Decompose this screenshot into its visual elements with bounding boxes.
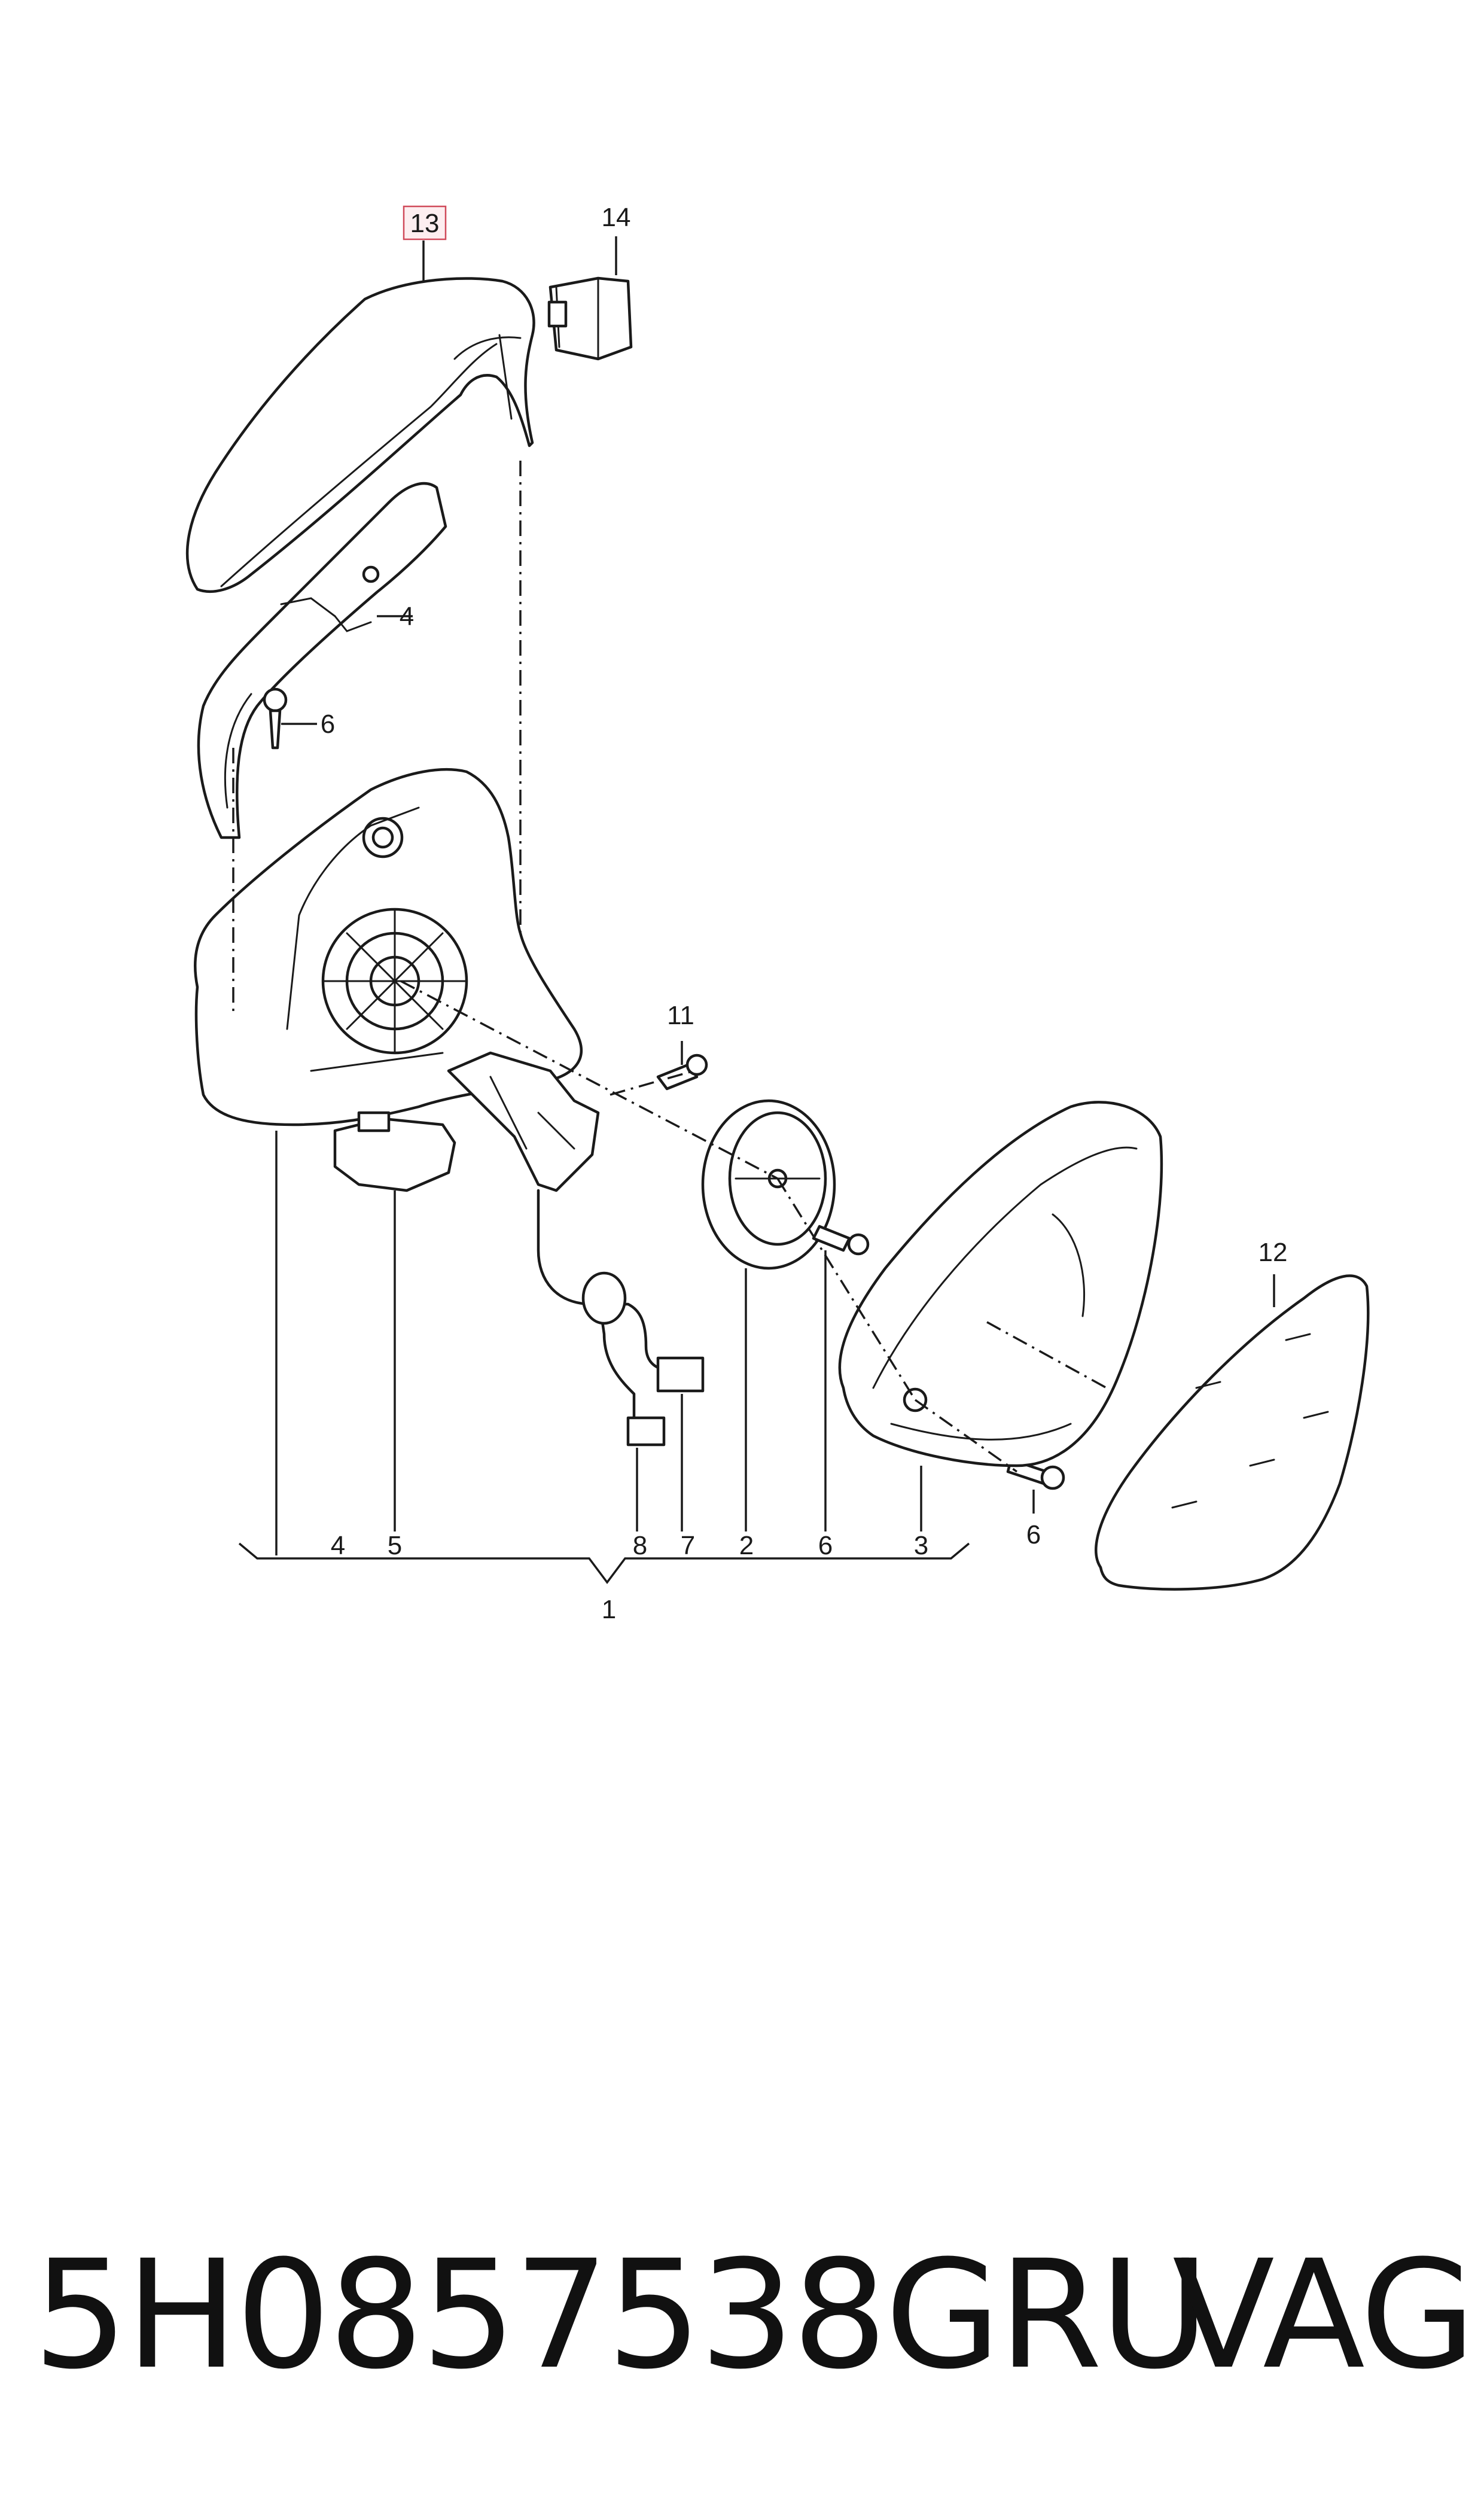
screw-part-6-middle [812, 1225, 870, 1256]
callout-5[interactable]: 5 [388, 1531, 402, 1560]
callout-2[interactable]: 2 [739, 1531, 754, 1560]
mirror-cap-part [185, 277, 535, 593]
connector-part-5 [333, 1111, 456, 1192]
guide-line [776, 1178, 916, 1400]
guide-line [914, 1399, 1018, 1473]
module-part-14 [547, 276, 633, 361]
brand-name: VAG [1172, 2228, 1476, 2402]
callout-6-middle[interactable]: 6 [818, 1531, 833, 1560]
guide-line [986, 1321, 1107, 1389]
screw-part-11 [656, 1054, 708, 1091]
callout-1[interactable]: 1 [602, 1595, 616, 1624]
callout-4-upper[interactable]: 4 [400, 602, 414, 631]
screw-part-6-upper [263, 687, 288, 750]
highlight-box-13 [403, 205, 447, 240]
guide-line [610, 1070, 694, 1096]
adjusting-motor-part [701, 1099, 836, 1270]
assembly-bracket [238, 1542, 970, 1584]
part-number: 5H0857538GRU [33, 2228, 1209, 2402]
mirror-carrier-part [838, 1101, 1163, 1467]
mirror-housing-part [194, 768, 600, 1192]
mirror-glass-part [1095, 1274, 1370, 1591]
callout-7[interactable]: 7 [681, 1531, 695, 1560]
guide-line [400, 980, 778, 1180]
callout-11[interactable]: 11 [667, 1001, 694, 1030]
callout-13[interactable]: 13 [410, 209, 440, 238]
callout-14[interactable]: 14 [602, 203, 631, 232]
turn-signal-lamp-part [197, 482, 447, 839]
wiring-harness [537, 1189, 705, 1447]
callout-4-lower[interactable]: 4 [331, 1531, 345, 1560]
callout-8[interactable]: 8 [633, 1531, 647, 1560]
callout-6-lower[interactable]: 6 [1026, 1520, 1041, 1549]
callout-6-upper[interactable]: 6 [321, 710, 335, 739]
callout-12[interactable]: 12 [1258, 1238, 1288, 1267]
callout-3[interactable]: 3 [914, 1531, 928, 1560]
